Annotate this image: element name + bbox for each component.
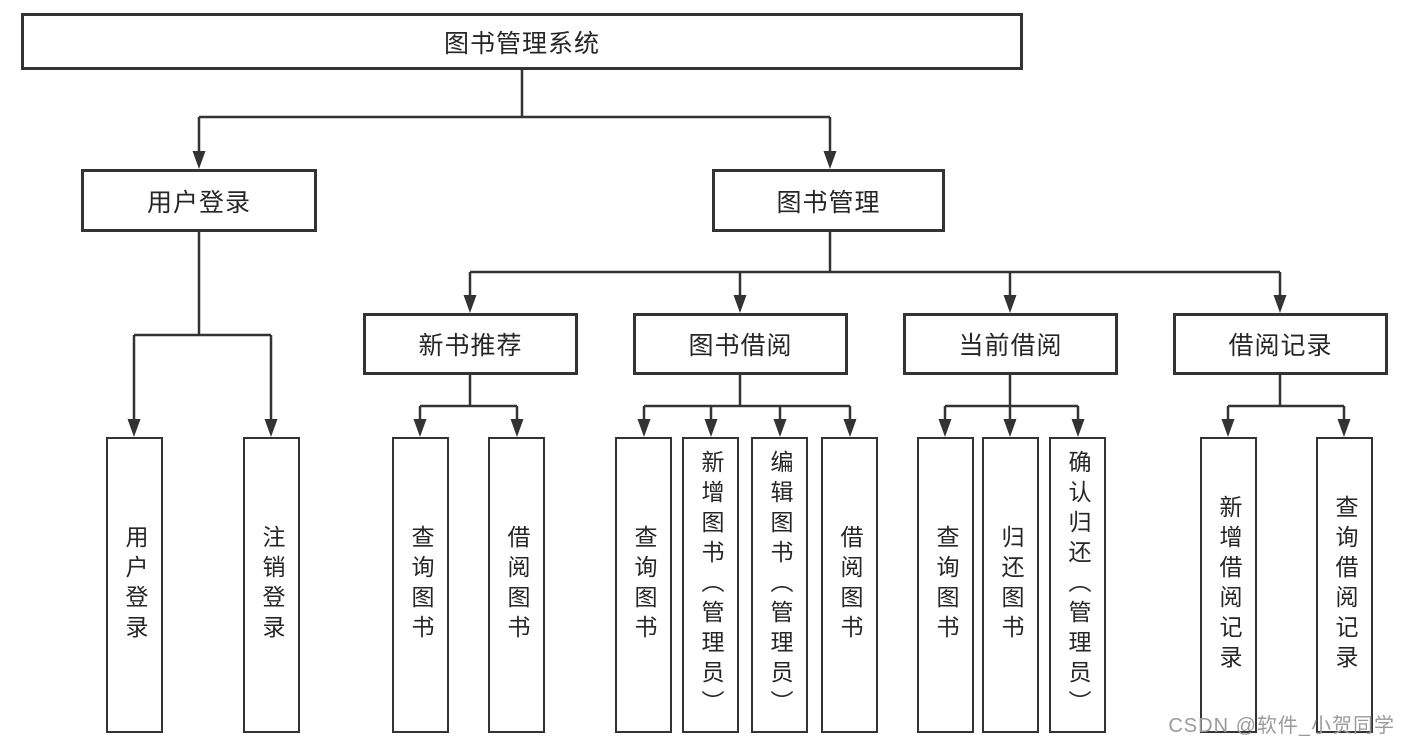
leaf-label: 编辑图书（管理员） xyxy=(767,450,793,720)
node-borrow-records: 借阅记录 xyxy=(1173,313,1388,375)
leaf-query-books-borrow: 查询图书 xyxy=(615,437,672,733)
leaf-query-borrow-record: 查询借阅记录 xyxy=(1316,437,1373,733)
node-new-book-recommend: 新书推荐 xyxy=(363,313,578,375)
leaf-label: 查询图书 xyxy=(631,525,657,645)
leaf-label: 借阅图书 xyxy=(504,525,530,645)
leaf-borrow-books-recommend: 借阅图书 xyxy=(488,437,545,733)
leaf-label: 归还图书 xyxy=(998,525,1024,645)
leaf-return-books: 归还图书 xyxy=(982,437,1039,733)
leaf-label: 查询图书 xyxy=(933,525,959,645)
leaf-edit-books-admin: 编辑图书（管理员） xyxy=(751,437,808,733)
node-book-management: 图书管理 xyxy=(712,169,945,232)
leaf-borrow-books: 借阅图书 xyxy=(821,437,878,733)
leaf-label: 查询借阅记录 xyxy=(1332,495,1358,675)
leaf-label: 新增借阅记录 xyxy=(1216,495,1242,675)
leaf-logout: 注销登录 xyxy=(243,437,300,733)
csdn-watermark: CSDN @软件_小贺同学 xyxy=(1168,715,1395,737)
leaf-label: 查询图书 xyxy=(408,525,434,645)
leaf-label: 借阅图书 xyxy=(837,525,863,645)
leaf-user-login: 用户登录 xyxy=(106,437,163,733)
node-library-system: 图书管理系统 xyxy=(21,13,1023,70)
node-current-borrow: 当前借阅 xyxy=(903,313,1118,375)
leaf-query-books-current: 查询图书 xyxy=(917,437,974,733)
leaf-label: 确认归还（管理员） xyxy=(1065,450,1091,720)
leaf-query-books-recommend: 查询图书 xyxy=(392,437,449,733)
leaf-add-books-admin: 新增图书（管理员） xyxy=(682,437,739,733)
leaf-confirm-return-admin: 确认归还（管理员） xyxy=(1049,437,1106,733)
leaf-label: 用户登录 xyxy=(122,525,148,645)
leaf-label: 新增图书（管理员） xyxy=(698,450,724,720)
node-user-login: 用户登录 xyxy=(81,169,317,232)
leaf-add-borrow-record: 新增借阅记录 xyxy=(1200,437,1257,733)
arrowheads xyxy=(127,151,1351,437)
node-book-borrow: 图书借阅 xyxy=(633,313,848,375)
leaf-label: 注销登录 xyxy=(259,525,285,645)
